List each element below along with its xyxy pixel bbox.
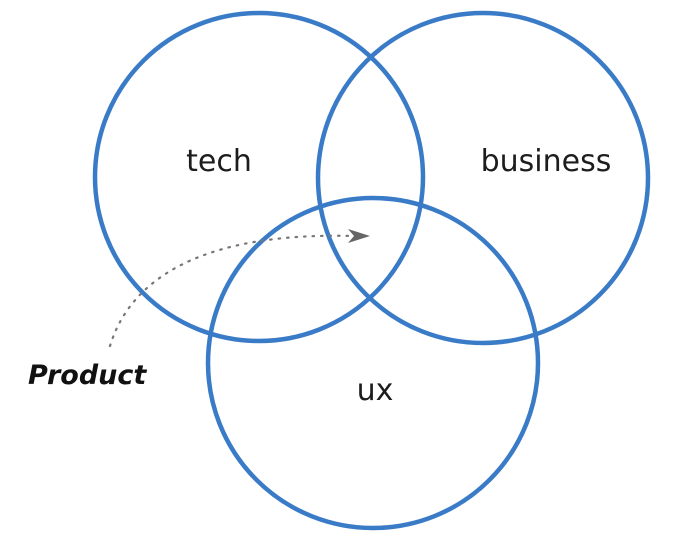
arrowhead-icon: [348, 229, 370, 243]
ux-label: ux: [357, 373, 394, 408]
ux-circle: [205, 195, 541, 531]
business-circle: [315, 10, 651, 346]
tech-circle: [92, 10, 426, 344]
business-label: business: [481, 144, 612, 179]
product-label: Product: [28, 360, 147, 391]
tech-label: tech: [186, 144, 252, 179]
dotted-pointer-arrow: [108, 234, 354, 348]
